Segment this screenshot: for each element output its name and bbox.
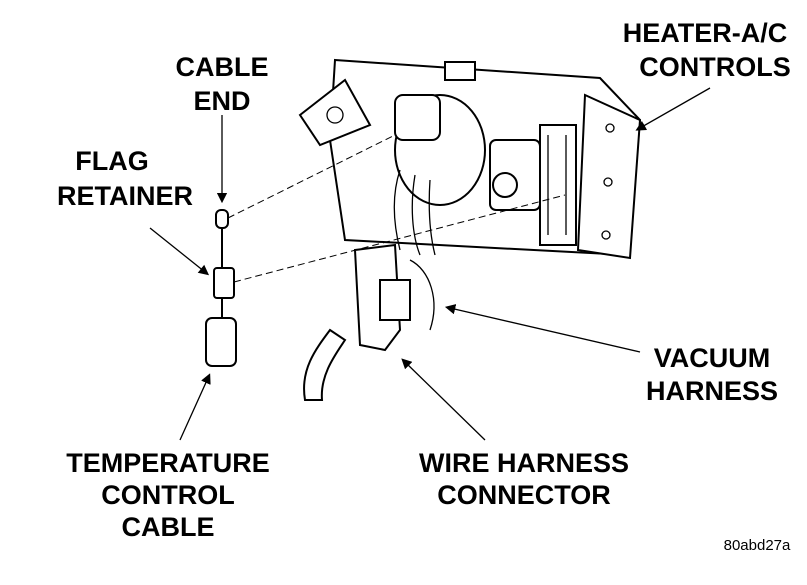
label-temperature-cable-1: TEMPERATURE [66, 448, 270, 478]
label-vacuum-harness-1: VACUUM [654, 343, 771, 373]
label-heater-controls-2: CONTROLS [639, 52, 791, 82]
figure-code: 80abd27a [724, 537, 791, 554]
heater-controls-arrow [635, 87, 711, 131]
label-temperature-cable-3: CABLE [122, 512, 215, 542]
label-heater-controls-1: HEATER-A/C [623, 18, 788, 48]
wire-harness [303, 243, 435, 401]
label-vacuum-harness-2: HARNESS [646, 376, 778, 406]
flag-retainer-arrow [149, 227, 210, 276]
temperature-cable-arrow [179, 373, 211, 441]
label-cable-end-2: END [193, 86, 250, 116]
label-cable-end-1: CABLE [176, 52, 269, 82]
wire-harness-connector-arrow [401, 358, 486, 441]
label-flag-retainer-2: RETAINER [57, 181, 193, 211]
label-wire-harness-connector-1: WIRE HARNESS [419, 448, 629, 478]
label-wire-harness-connector-2: CONNECTOR [437, 480, 611, 510]
temperature-control-cable [205, 134, 566, 367]
heater-ac-control-unit [298, 58, 642, 260]
label-flag-retainer-1: FLAG [75, 146, 149, 176]
vacuum-harness-arrow [444, 304, 641, 353]
label-temperature-cable-2: CONTROL [101, 480, 234, 510]
